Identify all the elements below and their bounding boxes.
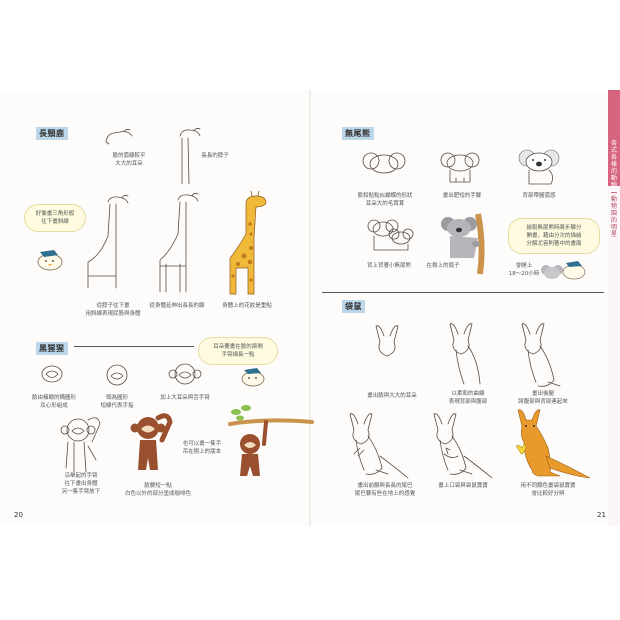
monkey-step1-drawing <box>41 365 63 383</box>
koala-tree-drawing <box>441 213 485 275</box>
monkey-caption-2: 頭為圓形 短線代表手指 <box>100 395 134 409</box>
giraffe-step3-drawing <box>87 194 129 289</box>
kangaroo-caption-5: 畫上口袋與袋鼠寶寶 <box>438 483 488 489</box>
giraffe-tip-bubble: 好像畫三角形般 往下畫斜線 <box>24 204 86 232</box>
kangaroo-section-rule <box>322 292 604 293</box>
kangaroo-section-title: 袋鼠 <box>342 300 365 313</box>
koala-sleep-note: 會睡上 18～20小時 <box>508 263 540 277</box>
giraffe-step2-drawing <box>179 127 201 185</box>
kangaroo-step4-drawing <box>349 413 409 479</box>
kangaroo-step3-drawing <box>521 323 561 387</box>
kangaroo-step2-drawing <box>449 323 481 385</box>
koala-caption-2: 畫出肥短的手腳 <box>442 193 482 199</box>
kangaroo-caption-6: 用不同顏色畫袋鼠寶寶 會比較好分辨 <box>520 483 576 497</box>
chapter-tab-divider <box>611 192 617 193</box>
monkey-caption-1: 臉由橫躺的橢圓形 及心形組成 <box>31 395 76 409</box>
koala-caption-4: 背上背著小無尾熊 <box>366 263 411 269</box>
chapter-tab-highlight <box>608 90 620 186</box>
koala-step3-drawing <box>518 149 560 185</box>
giraffe-caption-3: 從脖子往下畫 用斜線表現屁股與身體 <box>85 303 141 317</box>
koala-step4-drawing <box>367 219 414 251</box>
bird-mascot-icon <box>37 250 63 271</box>
chapter-subtab-label: 動物園的明星 <box>610 196 617 238</box>
monkey-step3-drawing <box>168 363 202 385</box>
monkey-caption-3: 加上大耳朵與舌手臂 <box>160 395 210 401</box>
monkey-step2-drawing <box>106 364 128 386</box>
giraffe-caption-1: 臉的弧線較平 大大的耳朵 <box>112 153 146 167</box>
koala-caption-1: 臉和點點似蝴蝶的形狀 耳朵大的毛茸茸 <box>357 193 413 207</box>
right-page-number: 21 <box>597 511 606 519</box>
koala-caption-5: 在樹上的扇子 <box>426 263 460 269</box>
bird-mascot-icon <box>241 368 265 387</box>
monkey-step4-drawing <box>60 417 101 473</box>
monkey-section-title: 黑猩猩 <box>36 342 68 355</box>
giraffe-caption-5: 身體上的花紋是重點 <box>222 303 272 309</box>
kangaroo-caption-2: 以柔和的曲線 表現背部與腹部 <box>448 391 488 405</box>
monkey-caption-4: 沿舉起的手臂 往下畫出身體 另一隻手臂放下 <box>61 473 101 495</box>
monkey-caption-5: 臉要短一點 白色以外的部分塗成咖啡色 <box>124 483 191 497</box>
giraffe-step4-drawing <box>159 192 199 293</box>
koala-mascot-icon <box>541 261 586 280</box>
monkey-section-rule <box>74 346 194 347</box>
koala-step2-drawing <box>440 152 480 183</box>
book-gutter <box>309 90 311 526</box>
giraffe-colored-drawing <box>229 190 267 295</box>
giraffe-caption-2: 長長的脖子 <box>201 153 229 159</box>
giraffe-section-title: 長頸鹿 <box>36 127 68 140</box>
koala-caption-3: 背部帶圓弧感 <box>522 193 556 199</box>
kangaroo-colored-drawing <box>515 409 591 479</box>
chapter-tab <box>608 90 620 526</box>
koala-tip-bubble: 繪製無尾熊時將步驟分 開畫，藉由分次的描繪 分解尤容則著中的畫面 <box>508 218 600 254</box>
monkey-caption-6: 也可以畫一隻手 吊在樹上的版本 <box>182 441 222 455</box>
koala-section-title: 無尾熊 <box>342 127 374 140</box>
monkey-colored-drawing <box>130 413 173 470</box>
kangaroo-step1-drawing <box>375 325 399 357</box>
giraffe-step1-drawing <box>105 128 133 145</box>
kangaroo-caption-4: 畫出前腳與長長的尾巴 尾巴要有些在地上的感覺 <box>354 483 416 497</box>
koala-step1-drawing <box>362 152 406 174</box>
hanging-monkey-branch-drawing <box>228 405 314 476</box>
monkey-tip-bubble: 耳朵要畫在臉的兩側 手臂細長一點 <box>198 337 278 365</box>
giraffe-caption-4: 從身體延伸出長長的腳 <box>149 303 205 309</box>
kangaroo-step5-drawing <box>433 413 493 479</box>
left-page-number: 20 <box>14 511 23 519</box>
chapter-tab-label: 各式各樣的動物 <box>610 140 617 189</box>
kangaroo-caption-1: 畫出臉與大大的耳朵 <box>367 393 417 399</box>
kangaroo-caption-3: 畫出後腿 將腹部與背部連起來 <box>518 391 568 405</box>
